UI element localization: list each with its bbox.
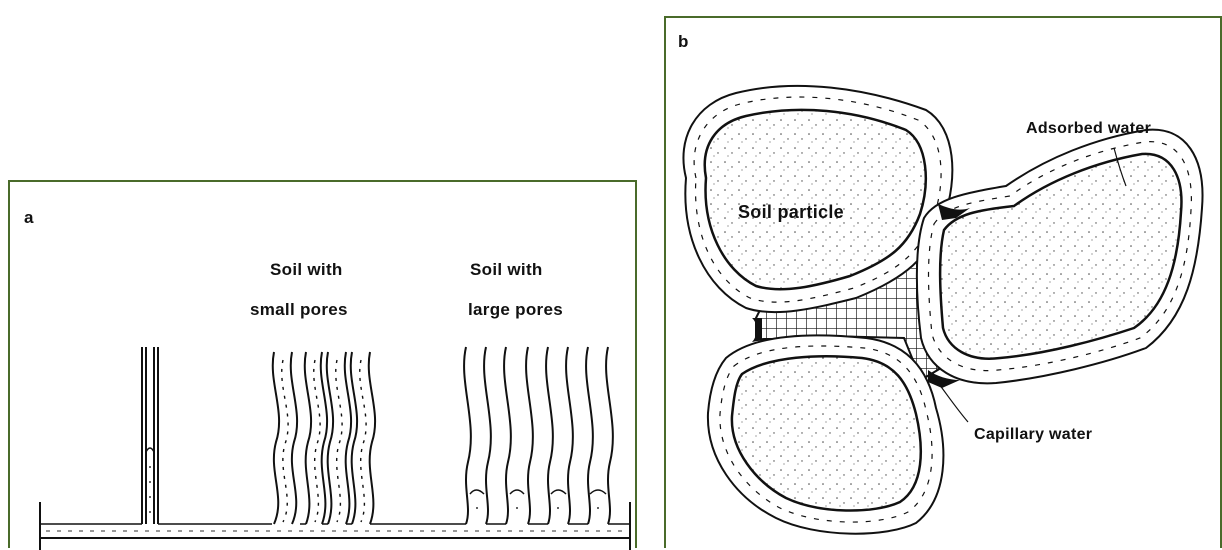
adsorbed-water-label: Adsorbed water [1026, 120, 1151, 138]
capillary-water-leader [936, 380, 968, 422]
panel-a-capillary-rise: a Soil with small pores Soil with large … [8, 180, 637, 548]
small-pore-tubes [273, 352, 375, 524]
single-tube-water-dots [149, 466, 151, 513]
soil-particles-drawing [666, 18, 1222, 550]
panel-b-letter: b [678, 32, 688, 52]
soil-particle-label: Soil particle [738, 202, 844, 223]
large-pore-water-dots [476, 507, 599, 509]
water-trough [40, 502, 630, 550]
capillary-water-label: Capillary water [974, 426, 1092, 444]
large-pore-tubes [464, 347, 613, 524]
capillary-tubes-drawing [10, 182, 639, 550]
contact-wedge-left [752, 318, 762, 342]
panel-b-soil-water: b Soil particle Adsorbed water Capillary… [664, 16, 1222, 548]
